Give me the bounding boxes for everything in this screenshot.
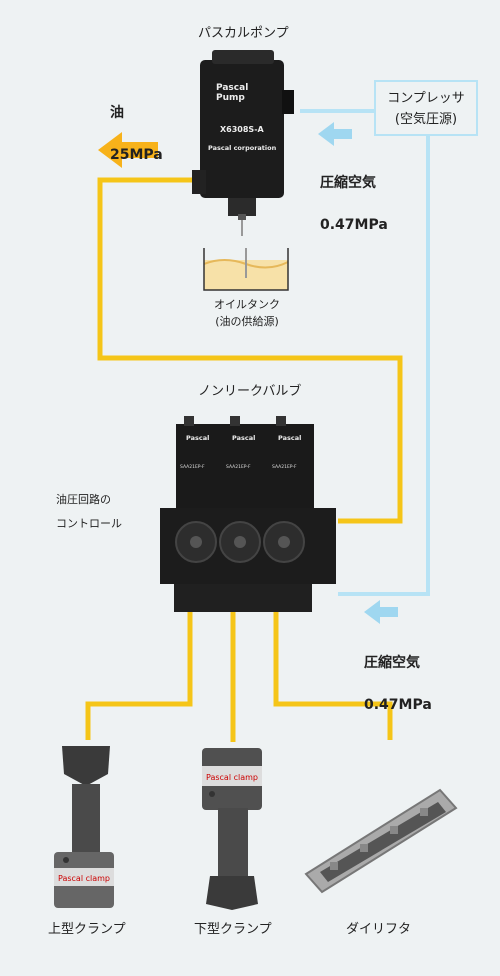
valve-model-2: SAA21EP-F [226,464,251,470]
air-top-label: 圧縮空気 0.47MPa [320,152,388,257]
air-arrow-bottom [364,600,398,624]
compressor-line2: (空気圧源) [394,112,458,127]
pump-brand-line1: Pascal [216,83,248,93]
air-bottom-label: 圧縮空気 0.47MPa [364,632,432,737]
oil-line-to-upper-clamp [85,545,193,740]
valve-title: ノンリークバルブ [198,384,302,399]
non-leak-valve-device: Pascal Pascal Pascal SAA21EP-F SAA21EP-F… [160,416,336,612]
pascal-pump-device: Pascal Pump X6308S-A Pascal corporation [192,50,294,236]
clamp-lower-label: 下型クランプ [194,922,272,937]
oil-pressure: 25MPa [110,147,163,163]
control-line1: 油圧回路の [56,493,111,506]
lower-clamp-device: Pascal clamp [202,748,262,910]
air-top-pressure: 0.47MPa [320,217,388,233]
air-bottom-title: 圧縮空気 [364,655,420,671]
oil-title: 油 [110,105,124,121]
pump-model: X6308S-A [220,125,265,134]
oil-output-arrow [98,132,158,168]
air-bottom-pressure: 0.47MPa [364,697,432,713]
valve-model-3: SAA21EP-F [272,464,297,470]
air-top-title: 圧縮空気 [320,175,376,191]
tank-label: オイルタンク (油の供給源) [214,296,280,330]
die-lifter-device [304,788,458,894]
compressor-line1: コンプレッサ [387,91,465,106]
air-arrow-top [318,122,352,146]
valve-brand-3: Pascal [278,434,301,442]
oil-line-to-die-lifter [273,545,393,740]
air-line-compressor-to-valve [338,136,430,596]
oil-line-pump-to-valve [97,177,403,524]
pump-title: パスカルポンプ [198,26,289,41]
die-lifter-label: ダイリフタ [346,922,412,937]
pump-brand-line2: Pump [216,93,245,103]
lower-clamp-brand: Pascal clamp [206,773,258,782]
upper-clamp-brand: Pascal clamp [58,874,110,883]
control-line2: コントロール [56,517,122,530]
oil-label: 油 25MPa [110,82,163,187]
control-label: 油圧回路の コントロール [56,488,122,536]
clamp-upper-label: 上型クランプ [48,922,126,937]
pump-maker: Pascal corporation [208,144,277,152]
valve-brand-1: Pascal [186,434,209,442]
compressor-box: コンプレッサ (空気圧源) [374,80,478,136]
upper-clamp-device: Pascal clamp [54,746,114,908]
tank-line1: オイルタンク [214,298,280,311]
oil-tank-illustration [203,248,289,291]
valve-model-1: SAA21EP-F [180,464,205,470]
tank-line2: (油の供給源) [215,315,279,328]
valve-brand-2: Pascal [232,434,255,442]
